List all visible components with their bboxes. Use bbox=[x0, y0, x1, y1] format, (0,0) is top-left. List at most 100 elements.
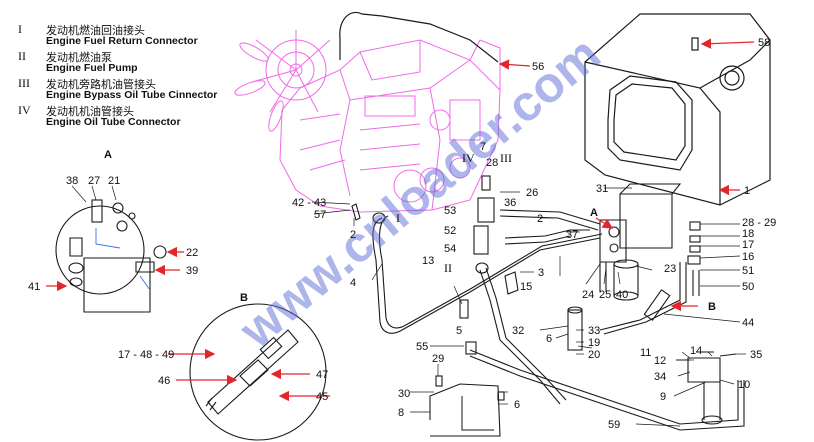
callout-55: 55 bbox=[416, 341, 428, 353]
callout-25: 25 bbox=[599, 289, 611, 301]
callout-29: 29 bbox=[432, 353, 444, 365]
marker-iv: IV bbox=[462, 151, 475, 165]
legend-roman: I bbox=[18, 22, 22, 36]
watermark: www.cnloader.com bbox=[228, 26, 610, 359]
callout-5: 5 bbox=[456, 325, 462, 337]
callout-44: 44 bbox=[742, 317, 754, 329]
callout-32: 32 bbox=[512, 325, 524, 337]
callout-31: 31 bbox=[596, 183, 608, 195]
callout-53: 53 bbox=[444, 205, 456, 217]
callout-39: 39 bbox=[186, 265, 198, 277]
engine-drawing bbox=[234, 30, 501, 213]
marker-i: I bbox=[396, 211, 400, 225]
callout-58: 58 bbox=[758, 37, 770, 49]
callout-38: 38 bbox=[66, 175, 78, 187]
callout-2: 2 bbox=[350, 229, 356, 241]
legend-roman: IV bbox=[18, 103, 31, 117]
leader-lines bbox=[71, 185, 746, 427]
callout-22: 22 bbox=[186, 247, 198, 259]
legend-english: Engine Oil Tube Connector bbox=[46, 116, 181, 128]
callout-35: 35 bbox=[750, 349, 762, 361]
callout-42-43: 42 - 43 bbox=[292, 197, 326, 209]
callout-47: 47 bbox=[316, 369, 328, 381]
callout-56: 56 bbox=[532, 61, 544, 73]
legend-chinese: 发动机燃油泵 bbox=[46, 51, 112, 64]
section-a-label: A bbox=[104, 149, 112, 161]
callout-15: 15 bbox=[520, 281, 532, 293]
callout-26: 26 bbox=[526, 187, 538, 199]
legend-chinese: 发动机机油管接头 bbox=[46, 105, 134, 118]
callout-3: 3 bbox=[538, 267, 544, 279]
legend: I 发动机燃油回油接头 Engine Fuel Return Connector… bbox=[18, 22, 278, 130]
legend-item: IV 发动机机油管接头 Engine Oil Tube Connector bbox=[18, 103, 278, 130]
legend-item: I 发动机燃油回油接头 Engine Fuel Return Connector bbox=[18, 22, 278, 49]
legend-roman: III bbox=[18, 76, 30, 90]
callout-1: 1 bbox=[744, 185, 750, 197]
callout-41: 41 bbox=[28, 281, 40, 293]
callout-52: 52 bbox=[444, 225, 456, 237]
callout-4: 4 bbox=[350, 277, 356, 289]
detail-a bbox=[55, 199, 167, 313]
red-arrows bbox=[46, 38, 755, 402]
legend-english: Engine Bypass Oil Tube Cinnector bbox=[46, 89, 218, 101]
callout-14: 14 bbox=[690, 345, 702, 357]
detail-b bbox=[189, 303, 327, 441]
callout-20: 20 bbox=[588, 349, 600, 361]
legend-english: Engine Fuel Pump bbox=[46, 62, 138, 74]
callout-50: 50 bbox=[742, 281, 754, 293]
callout-19: 19 bbox=[588, 337, 600, 349]
callout-7: 7 bbox=[480, 141, 486, 153]
callout-54: 54 bbox=[444, 243, 456, 255]
fuel-lines bbox=[372, 209, 745, 431]
callout-16: 16 bbox=[742, 251, 754, 263]
callout-12: 12 bbox=[654, 355, 666, 367]
callout-33: 33 bbox=[588, 325, 600, 337]
dipstick-tube bbox=[339, 11, 499, 63]
callout-27: 27 bbox=[88, 175, 100, 187]
callout-34: 34 bbox=[654, 371, 666, 383]
callout-40: 40 bbox=[616, 289, 628, 301]
callout-17-48-49: 17 - 48 - 49 bbox=[118, 349, 174, 361]
callout-13: 13 bbox=[422, 255, 434, 267]
legend-english: Engine Fuel Return Connector bbox=[46, 35, 198, 47]
callout-51: 51 bbox=[742, 265, 754, 277]
callout-59: 59 bbox=[608, 419, 620, 431]
callout-28: 28 bbox=[486, 157, 498, 169]
callout-21: 21 bbox=[108, 175, 120, 187]
fittings bbox=[351, 175, 737, 425]
callout-28-29: 28 - 29 bbox=[742, 217, 776, 229]
callout-9: 9 bbox=[660, 391, 666, 403]
legend-chinese: 发动机旁路机油管接头 bbox=[46, 78, 156, 91]
callout-36: 36 bbox=[504, 197, 516, 209]
callout-6: 6 bbox=[514, 399, 520, 411]
callout-18: 18 bbox=[742, 228, 754, 240]
callout-11: 11 bbox=[640, 347, 651, 359]
callout-45: 45 bbox=[316, 391, 328, 403]
callout-8: 8 bbox=[398, 407, 404, 419]
legend-item: II 发动机燃油泵 Engine Fuel Pump bbox=[18, 49, 278, 76]
legend-roman: II bbox=[18, 49, 26, 63]
fuel-tank bbox=[584, 13, 771, 206]
callout-labels: 1 2 2 3 4 5 6 6 7 8 9 10 11 12 13 14 15 … bbox=[28, 37, 776, 431]
legend-item: III 发动机旁路机油管接头 Engine Bypass Oil Tube Ci… bbox=[18, 76, 278, 103]
callout-37: 37 bbox=[566, 229, 578, 241]
mounting-plate bbox=[429, 383, 501, 437]
callout-30: 30 bbox=[398, 388, 410, 400]
section-b-marker: B bbox=[708, 301, 716, 313]
section-a-marker: A bbox=[590, 207, 598, 219]
callout-24: 24 bbox=[582, 289, 594, 301]
callout-17: 17 bbox=[742, 239, 754, 251]
marker-iii: III bbox=[500, 151, 512, 165]
filter-bracket bbox=[599, 183, 682, 301]
legend-chinese: 发动机燃油回油接头 bbox=[46, 24, 145, 37]
callout-23: 23 bbox=[664, 263, 676, 275]
section-b-label: B bbox=[240, 292, 248, 304]
marker-ii: II bbox=[444, 261, 452, 275]
callout-57: 57 bbox=[314, 209, 326, 221]
callout-2: 2 bbox=[537, 213, 543, 225]
callout-6: 6 bbox=[546, 333, 552, 345]
callout-10: 10 bbox=[738, 379, 750, 391]
callout-46: 46 bbox=[158, 375, 170, 387]
